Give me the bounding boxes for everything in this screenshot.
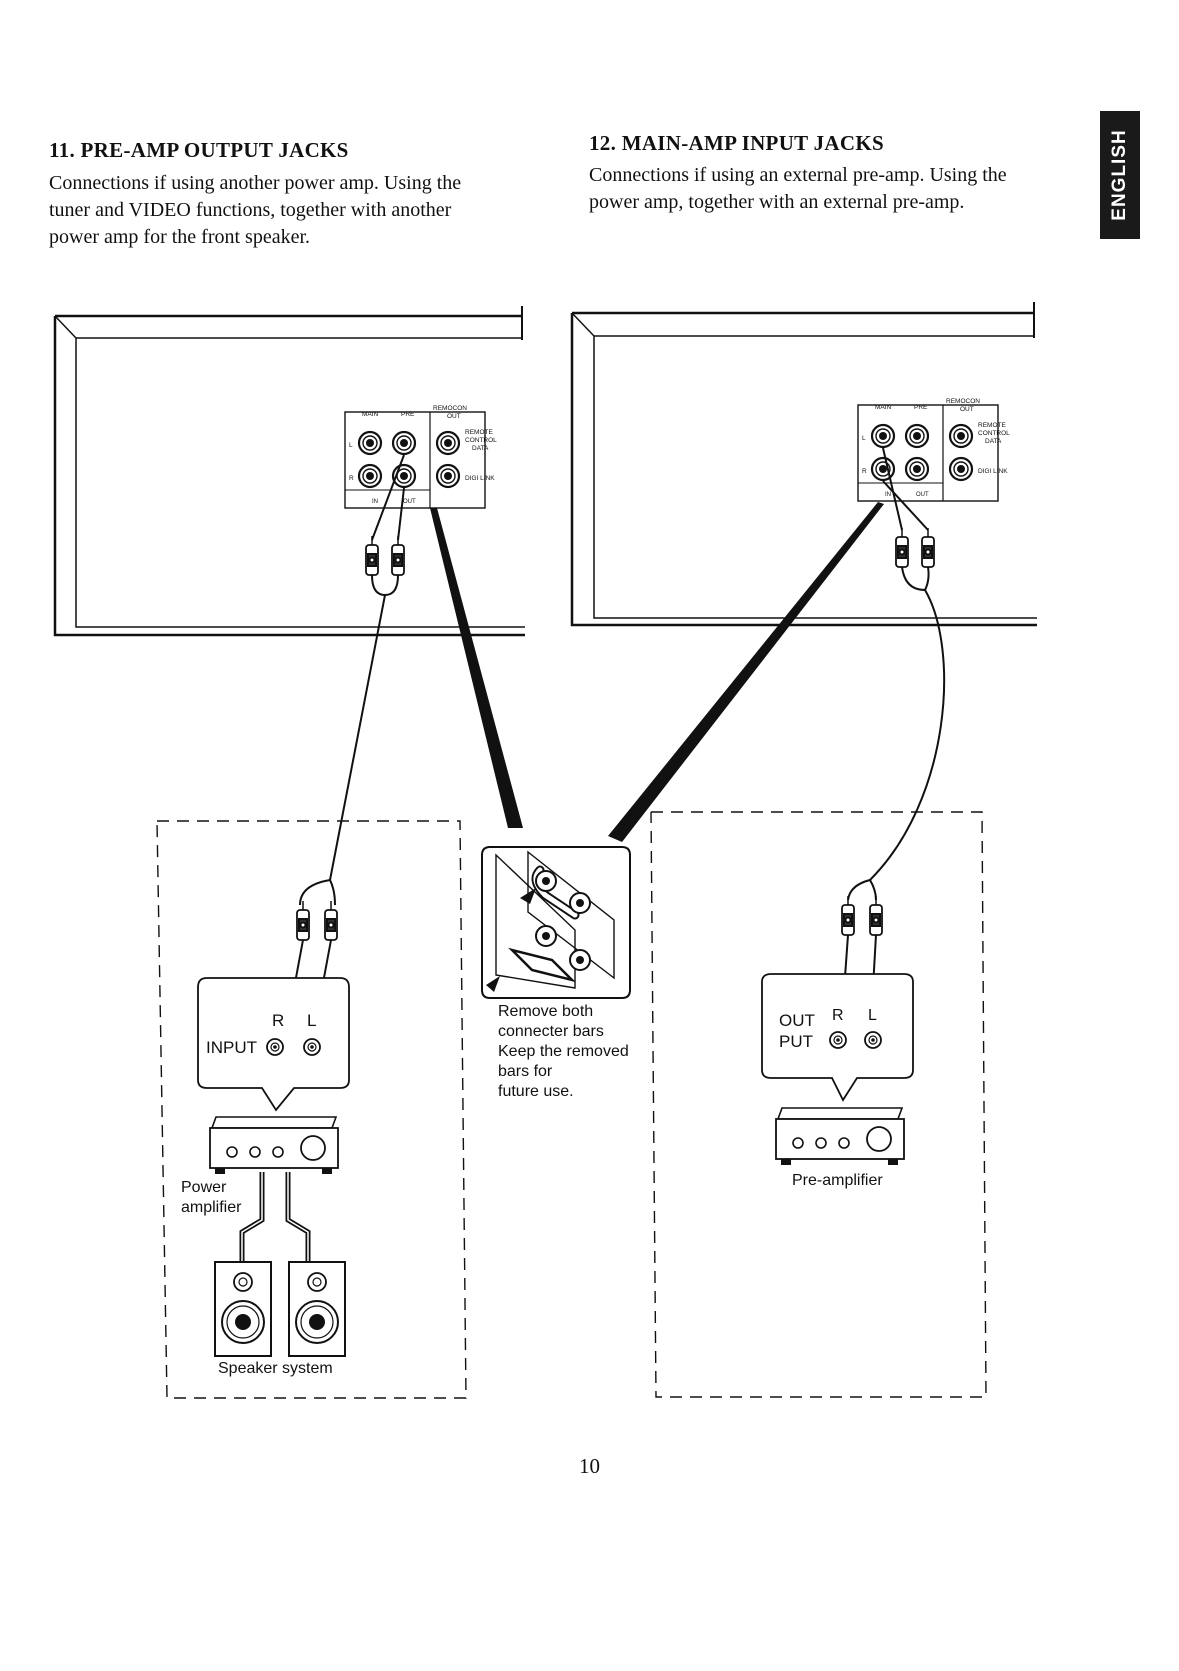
jack-digilink (435, 463, 461, 489)
panel-l-label: L (862, 435, 866, 442)
panel-remote-label: REMOTE (978, 422, 1006, 429)
panel-in-label: IN (885, 492, 891, 498)
power-amp-label-1: Power (181, 1179, 227, 1196)
section-12-line: power amp, together with an external pre… (589, 191, 965, 213)
section-11-line: power amp for the front speaker. (49, 226, 311, 248)
jack-main-r (357, 463, 383, 489)
note-line-3: Keep the removed (498, 1043, 629, 1060)
panel-remocon-label: REMOCON (433, 405, 467, 412)
panel-main-label: MAIN (875, 404, 892, 411)
note-line-5: future use. (498, 1083, 574, 1100)
receiver-rear-left (53, 306, 525, 637)
output-jack-l (864, 1031, 882, 1049)
panel-out-label: OUT (447, 413, 461, 420)
panel-out-label: OUT (960, 406, 974, 413)
panel-outsmall-label: OUT (403, 499, 416, 505)
arrow-icon (520, 888, 536, 904)
section-12-title: 12. MAIN-AMP INPUT JACKS (589, 131, 884, 155)
power-amp-group: R L INPUT Power amplifier (156, 820, 467, 1399)
panel-control-label: CONTROL (978, 430, 1010, 437)
section-11-title: 11. PRE-AMP OUTPUT JACKS (49, 138, 349, 162)
receiver-rear-right (570, 302, 1037, 627)
panel-digilink-label: DIGI LINK (978, 468, 1008, 475)
panel-main-label: MAIN (362, 411, 379, 418)
panel-in-label: IN (372, 499, 378, 505)
connector-bar-detail: Remove both connecter bars Keep the remo… (481, 846, 631, 1100)
power-amp-r-label: R (272, 1011, 284, 1030)
panel-pre-label: PRE (914, 404, 928, 411)
panel-r-label: R (349, 475, 354, 482)
speaker-system-label: Speaker system (218, 1360, 333, 1377)
panel-r-label: R (862, 468, 867, 475)
input-jack-r (266, 1038, 284, 1056)
jack-digilink (948, 456, 974, 482)
pre-amp-out-label-2: PUT (779, 1032, 813, 1051)
jack-remote (948, 423, 974, 449)
power-amp-label-2: amplifier (181, 1199, 242, 1216)
pre-amp-l-label: L (868, 1007, 877, 1024)
page-number: 10 (579, 1454, 600, 1478)
panel-outsmall-label: OUT (916, 492, 929, 498)
arrow-icon (486, 976, 500, 992)
pre-amp-group: OUT PUT R L Pre-amplifier (650, 811, 987, 1398)
section-11-line: tuner and VIDEO functions, together with… (49, 199, 452, 221)
jack-pre-r (904, 456, 930, 482)
jack-panel-left: MAIN PRE REMOCON OUT REMOTE CONTROL DATA… (344, 405, 497, 509)
panel-data-label: DATA (472, 445, 489, 452)
speaker-left-icon (214, 1261, 272, 1357)
jack-pre-l (904, 423, 930, 449)
panel-remocon-label: REMOCON (946, 398, 980, 405)
speaker-right-icon (288, 1261, 346, 1357)
leader-right (608, 502, 884, 842)
input-jack-l (303, 1038, 321, 1056)
section-12-line: Connections if using an external pre-amp… (589, 164, 1007, 186)
pre-amp-label: Pre-amplifier (792, 1172, 883, 1189)
section-12-text: Connections if using an external pre-amp… (589, 162, 1089, 216)
jack-main-l (357, 430, 383, 456)
jack-pre-l (391, 430, 417, 456)
power-amp-input-label: INPUT (206, 1038, 257, 1057)
jack-main-l (870, 423, 896, 449)
note-line-1: Remove both (498, 1003, 593, 1020)
jack-main-r (870, 456, 896, 482)
section-11-text: Connections if using another power amp. … (49, 170, 569, 251)
panel-l-label: L (349, 442, 353, 449)
pre-amp-out-label-1: OUT (779, 1011, 815, 1030)
leader-left (430, 508, 523, 828)
panel-remote-label: REMOTE (465, 429, 493, 436)
jack-remote (435, 430, 461, 456)
panel-digilink-label: DIGI LINK (465, 475, 495, 482)
language-tab: ENGLISH (1100, 111, 1140, 239)
power-amp-l-label: L (307, 1011, 316, 1030)
note-line-4: bars for (498, 1063, 553, 1080)
note-line-2: connecter bars (498, 1023, 604, 1040)
jack-panel-right: MAIN PRE REMOCON OUT REMOTE CONTROL DATA… (857, 398, 1010, 502)
panel-data-label: DATA (985, 438, 1002, 445)
pre-amp-r-label: R (832, 1007, 844, 1024)
output-jack-r (829, 1031, 847, 1049)
rca-cable-left (289, 454, 405, 1011)
section-11-line: Connections if using another power amp. … (49, 172, 462, 194)
panel-pre-label: PRE (401, 411, 415, 418)
panel-control-label: CONTROL (465, 437, 497, 444)
